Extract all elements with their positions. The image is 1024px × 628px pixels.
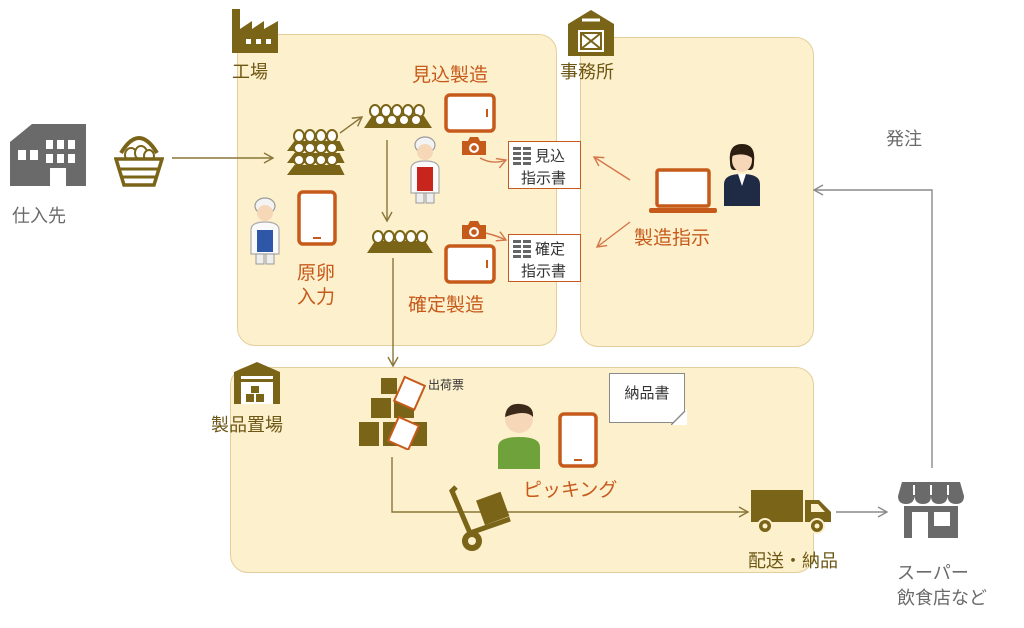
shipping-slip-label: 出荷票: [428, 378, 465, 392]
qr-code-icon: [513, 147, 531, 165]
tablet-icon: [297, 190, 337, 246]
worker-icon: [250, 197, 280, 265]
delivery-label: 配送・納品: [748, 551, 838, 572]
genran-label-line2: 入力: [297, 286, 336, 308]
laptop-icon: [649, 168, 717, 213]
office-label: 事務所: [560, 62, 614, 83]
hand-truck-icon: [449, 485, 511, 551]
office-worker-icon: [724, 144, 760, 206]
warehouse-label: 製品置場: [211, 415, 283, 436]
warehouse-icon: [234, 362, 280, 404]
shop-icon: [898, 482, 964, 538]
arrow-eggs-to-mikomi: [339, 116, 364, 134]
arrow-office-to-mikomi-doc: [592, 156, 631, 181]
worker-icon: [410, 136, 440, 204]
arrow-camera-to-mikomi-doc: [479, 157, 508, 169]
qr-code-icon: [513, 240, 531, 258]
tablet-icon: [444, 244, 496, 284]
tablet-icon: [558, 412, 598, 468]
truck-icon: [751, 490, 831, 534]
egg-tray-icon: [364, 104, 432, 128]
barn-icon: [568, 10, 614, 56]
delivery-note-doc: 納品書: [609, 373, 685, 423]
seizo-shiji-label: 製造指示: [634, 227, 711, 249]
tablet-icon: [444, 93, 496, 133]
factory-label: 工場: [232, 62, 268, 83]
genran-label-line1: 原卵: [297, 262, 336, 284]
camera-icon: [462, 221, 486, 239]
arrow-office-to-kakutei-doc: [595, 221, 631, 248]
mikomi-instruction-doc: 見込 指示書: [508, 141, 581, 189]
egg-tray-icon: [367, 230, 433, 253]
fold-corner: [671, 409, 687, 425]
arrow-boxes-to-truck: [391, 457, 750, 518]
camera-icon: [462, 137, 486, 155]
mikomi-seizo-label: 見込製造: [412, 64, 489, 86]
egg-basket-icon: [114, 136, 164, 187]
factory-panel: [237, 34, 557, 346]
customer-label-line2: 飲食店など: [897, 588, 987, 609]
picking-label: ピッキング: [523, 479, 618, 501]
customer-label-line1: スーパー: [897, 563, 969, 584]
egg-tray-icon: [287, 129, 345, 175]
boxes-icon: [359, 375, 427, 450]
factory-icon: [232, 9, 278, 53]
warehouse-panel: [230, 367, 814, 573]
building-icon: [10, 124, 86, 186]
supplier-label: 仕入先: [12, 206, 66, 227]
kakutei-instruction-doc: 確定 指示書: [508, 234, 581, 282]
order-label: 発注: [886, 129, 922, 150]
arrow-order: [812, 184, 933, 468]
worker-icon: [498, 403, 540, 469]
kakutei-seizo-label: 確定製造: [408, 294, 485, 316]
